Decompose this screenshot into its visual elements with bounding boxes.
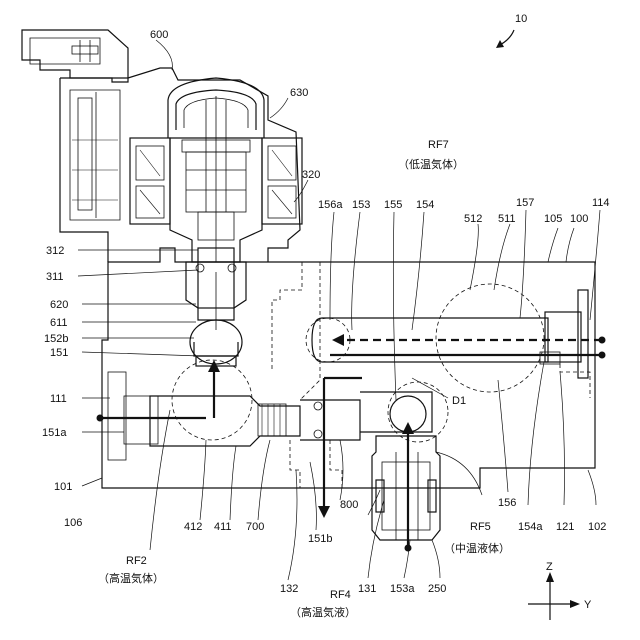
label-111: 111: [50, 393, 67, 405]
label-154: 154: [416, 199, 434, 211]
label-rf5-desc: （中温液体）: [444, 541, 510, 555]
labels: 10 600 630 320 RF7 （低温気体） 156a 153 155 1…: [42, 13, 610, 619]
flow-arrows: [97, 334, 606, 552]
axis-indicator: [528, 572, 580, 620]
label-fig-number: 10: [515, 13, 527, 25]
label-700: 700: [246, 521, 264, 533]
axis-z-label: Z: [546, 561, 553, 573]
label-157: 157: [516, 197, 534, 209]
label-311: 311: [46, 271, 64, 283]
label-rf7-desc: （低温気体）: [398, 157, 464, 171]
label-d1: D1: [452, 395, 466, 407]
orifice-700: [258, 404, 286, 436]
label-100: 100: [570, 213, 588, 225]
label-630: 630: [290, 87, 308, 99]
label-156a: 156a: [318, 199, 343, 211]
label-151b: 151b: [308, 533, 332, 545]
label-312: 312: [46, 245, 64, 257]
valve-stem-assembly: [186, 248, 246, 366]
valve-body: [102, 248, 595, 488]
label-800: 800: [340, 499, 358, 511]
label-101: 101: [54, 481, 72, 493]
label-320: 320: [302, 169, 320, 181]
label-106: 106: [64, 517, 82, 529]
label-611: 611: [50, 317, 68, 329]
label-114: 114: [592, 197, 610, 209]
label-rf5: RF5: [470, 521, 491, 533]
label-155: 155: [384, 199, 402, 211]
label-153: 153: [352, 199, 370, 211]
label-412: 412: [184, 521, 202, 533]
label-512: 512: [464, 213, 482, 225]
label-411: 411: [214, 521, 232, 533]
label-511: 511: [498, 213, 516, 225]
label-131: 131: [358, 583, 376, 595]
label-rf2: RF2: [126, 555, 147, 567]
axis-y-label: Y: [584, 599, 592, 611]
label-250: 250: [428, 583, 446, 595]
label-rf4-desc: （高温気液）: [290, 605, 356, 619]
actuator-housing-600: [22, 30, 302, 262]
outlet-pipe-114: [312, 290, 590, 398]
label-156: 156: [498, 497, 516, 509]
label-154a: 154a: [518, 521, 543, 533]
label-151: 151: [50, 347, 68, 359]
label-151a: 151a: [42, 427, 67, 439]
label-132: 132: [280, 583, 298, 595]
leader-lines: [78, 40, 600, 580]
label-105: 105: [544, 213, 562, 225]
label-152b: 152b: [44, 333, 68, 345]
label-102: 102: [588, 521, 606, 533]
label-153a: 153a: [390, 583, 415, 595]
label-620: 620: [50, 299, 68, 311]
internal-passages: [108, 262, 432, 488]
label-121: 121: [556, 521, 574, 533]
label-rf7: RF7: [428, 139, 449, 151]
label-rf2-desc: （高温気体）: [98, 571, 164, 585]
label-600: 600: [150, 29, 168, 41]
label-rf4: RF4: [330, 589, 351, 601]
